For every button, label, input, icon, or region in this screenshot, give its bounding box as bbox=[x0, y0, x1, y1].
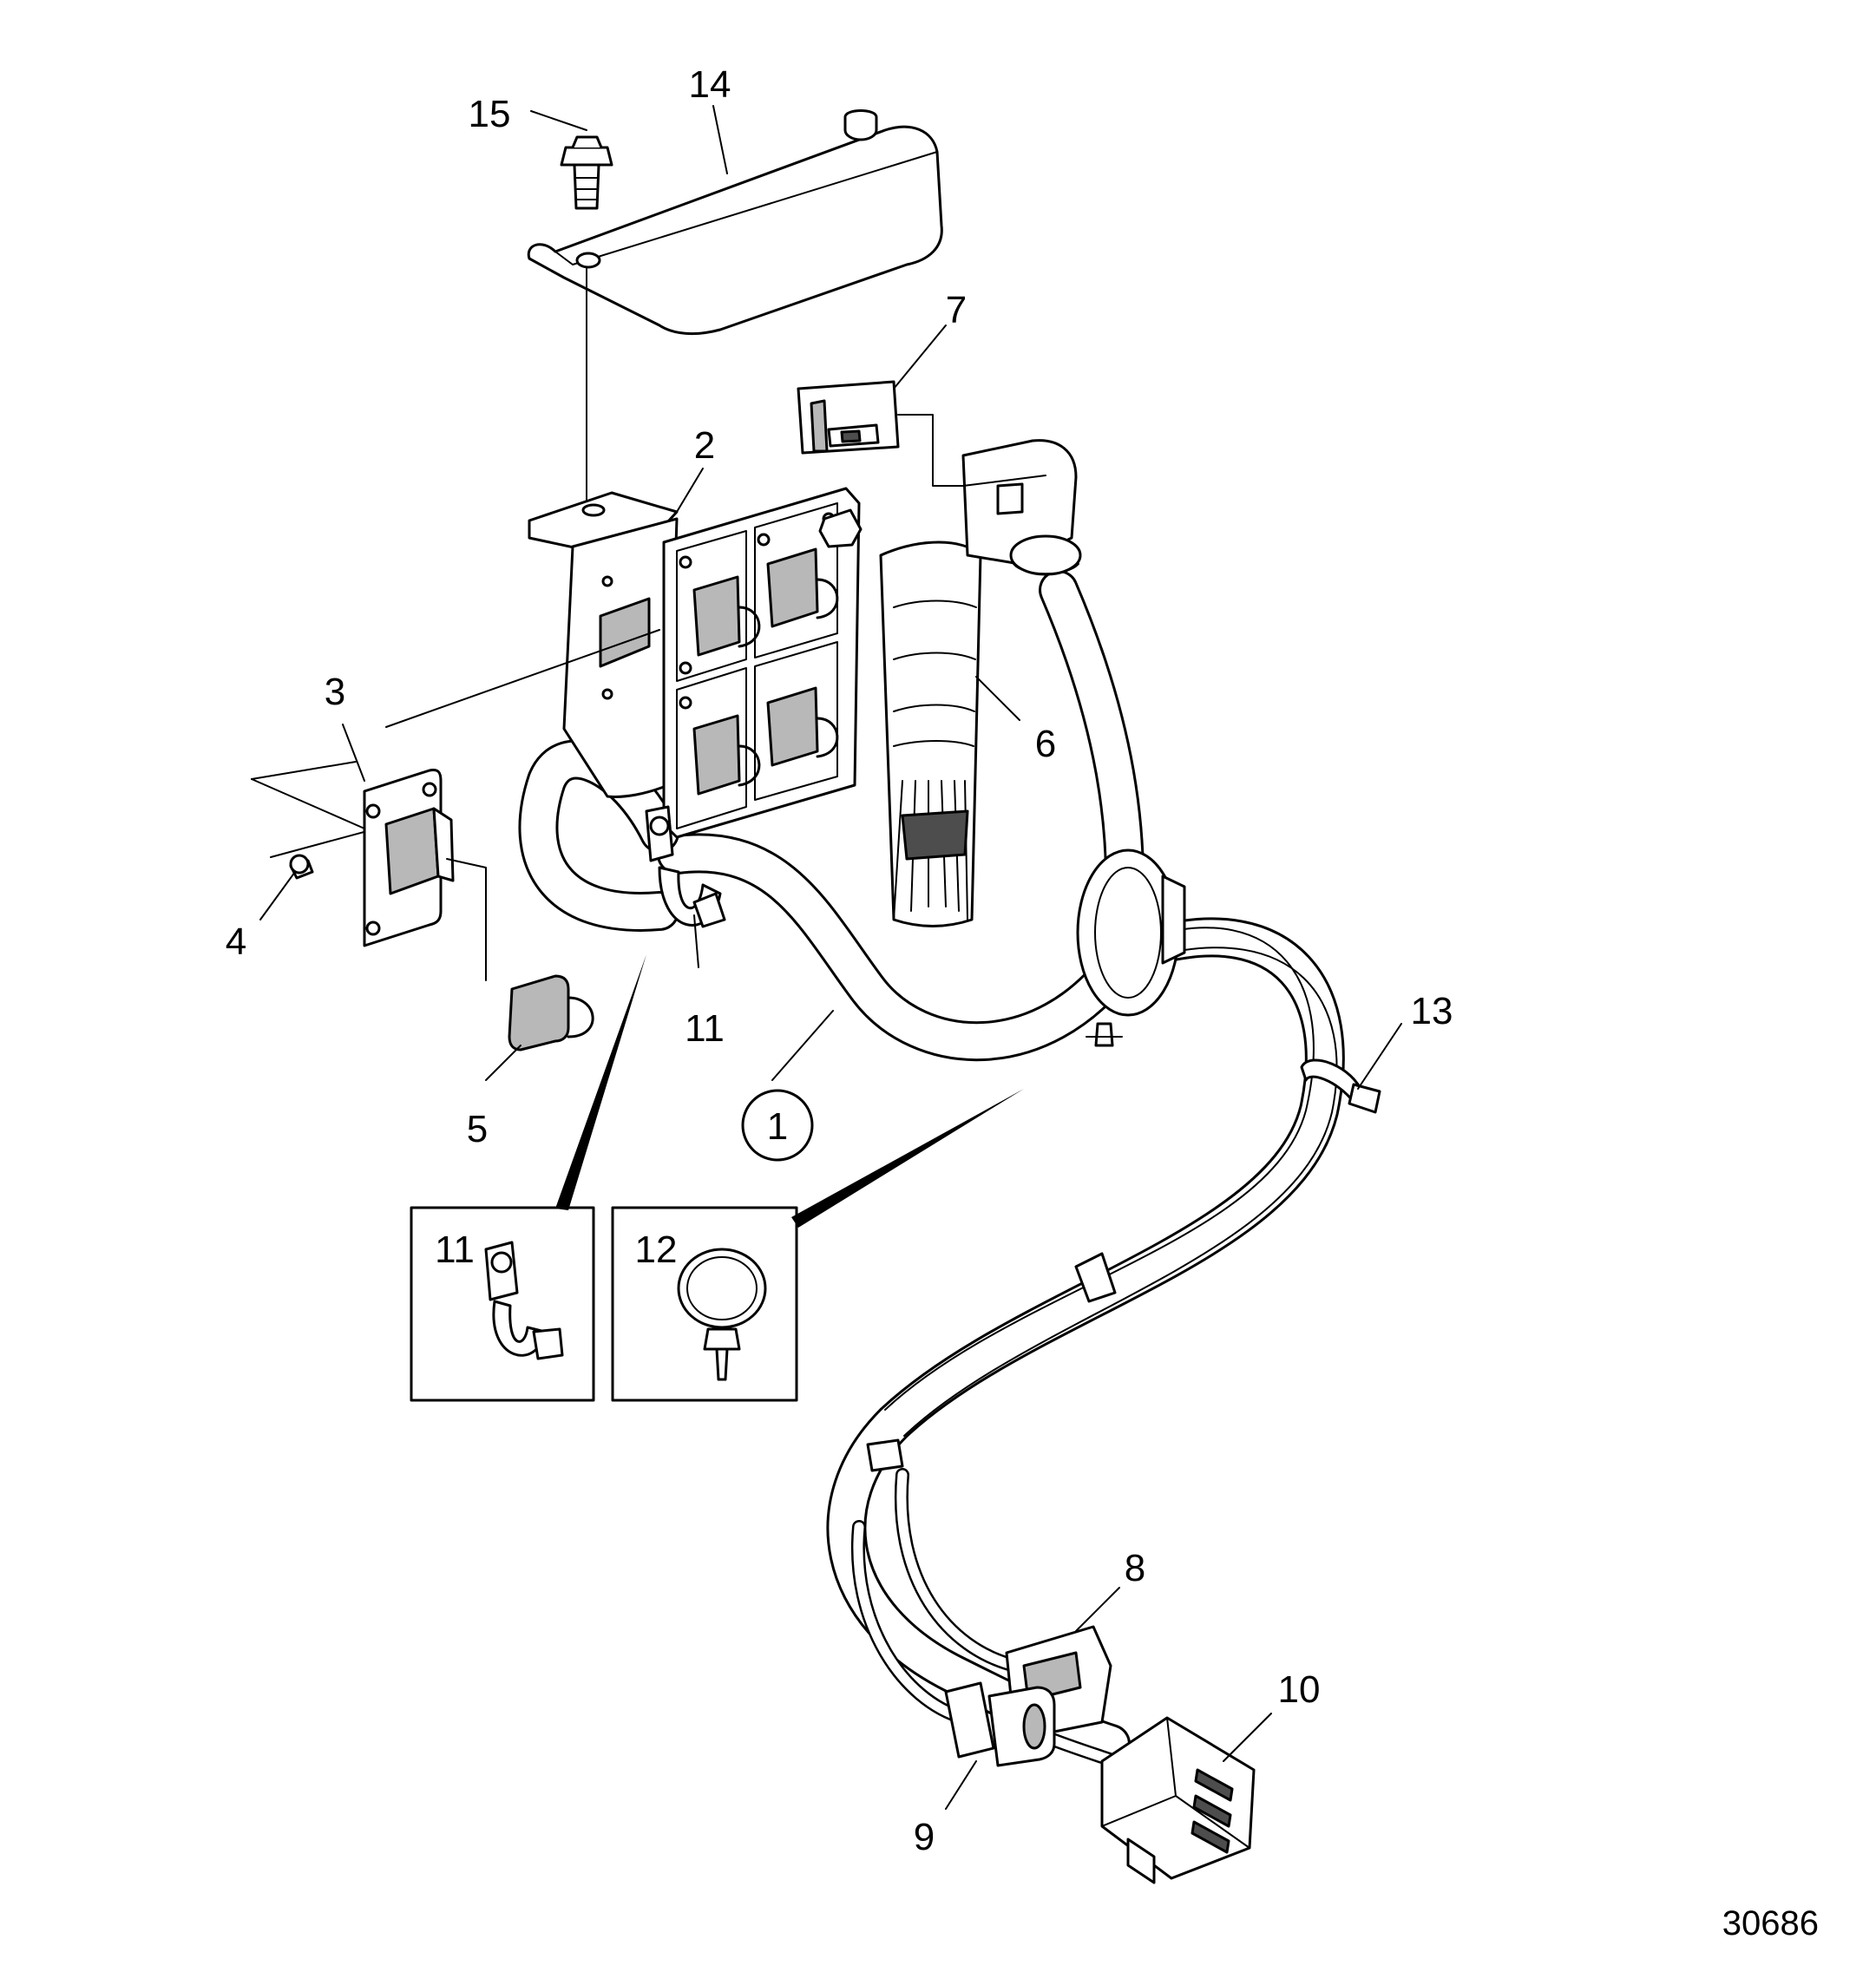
bolt bbox=[560, 135, 613, 210]
connector-10 bbox=[1100, 1716, 1256, 1884]
fuse-relay bbox=[797, 380, 900, 455]
cable-tie bbox=[1300, 1058, 1381, 1114]
harness-grommet bbox=[1076, 848, 1186, 1017]
detail-view-tie bbox=[611, 1206, 798, 1402]
callout-15: 15 bbox=[469, 93, 511, 135]
callout-3: 3 bbox=[325, 671, 345, 713]
connector-9 bbox=[944, 1681, 1056, 1767]
mounting-bracket bbox=[528, 491, 679, 798]
detail-tie-label: 12 bbox=[635, 1228, 678, 1271]
stud-clip bbox=[1086, 1022, 1123, 1047]
harness-clamp bbox=[645, 805, 726, 928]
cable-tie-lower bbox=[866, 1252, 1117, 1472]
callout-leaders bbox=[259, 105, 1402, 1810]
callout-1: 1 bbox=[767, 1105, 788, 1148]
callout-8: 8 bbox=[1125, 1547, 1145, 1589]
elbow-connector bbox=[961, 439, 1082, 576]
drawing-number: 30686 bbox=[1722, 1904, 1819, 1943]
screw bbox=[289, 854, 314, 880]
callout-11: 11 bbox=[685, 1007, 725, 1050]
callout-5: 5 bbox=[467, 1108, 488, 1150]
bulkhead-connector-boot bbox=[879, 540, 982, 927]
relay-axis-line bbox=[897, 414, 964, 487]
callout-6: 6 bbox=[1035, 723, 1056, 765]
callout-2: 2 bbox=[694, 424, 715, 467]
callout-labels: 1 2 3 4 5 6 7 8 9 10 11 13 14 15 11 12 3… bbox=[226, 63, 1819, 1943]
detail-pointers bbox=[555, 954, 1024, 1228]
callout-7: 7 bbox=[946, 289, 967, 331]
callout-4: 4 bbox=[226, 920, 246, 963]
callout-10: 10 bbox=[1278, 1668, 1321, 1711]
diagnostic-socket bbox=[363, 769, 455, 947]
callout-9: 9 bbox=[914, 1816, 935, 1858]
socket-axis-line bbox=[446, 858, 487, 981]
detail-clamp-label: 11 bbox=[435, 1228, 475, 1271]
connector-module-panel bbox=[662, 487, 863, 839]
cover-plate bbox=[527, 109, 943, 335]
dust-cap bbox=[508, 974, 594, 1052]
callout-13: 13 bbox=[1411, 990, 1453, 1032]
callout-1-circle bbox=[741, 1089, 814, 1162]
callout-14: 14 bbox=[689, 63, 731, 106]
detail-view-clamp bbox=[410, 1206, 595, 1402]
